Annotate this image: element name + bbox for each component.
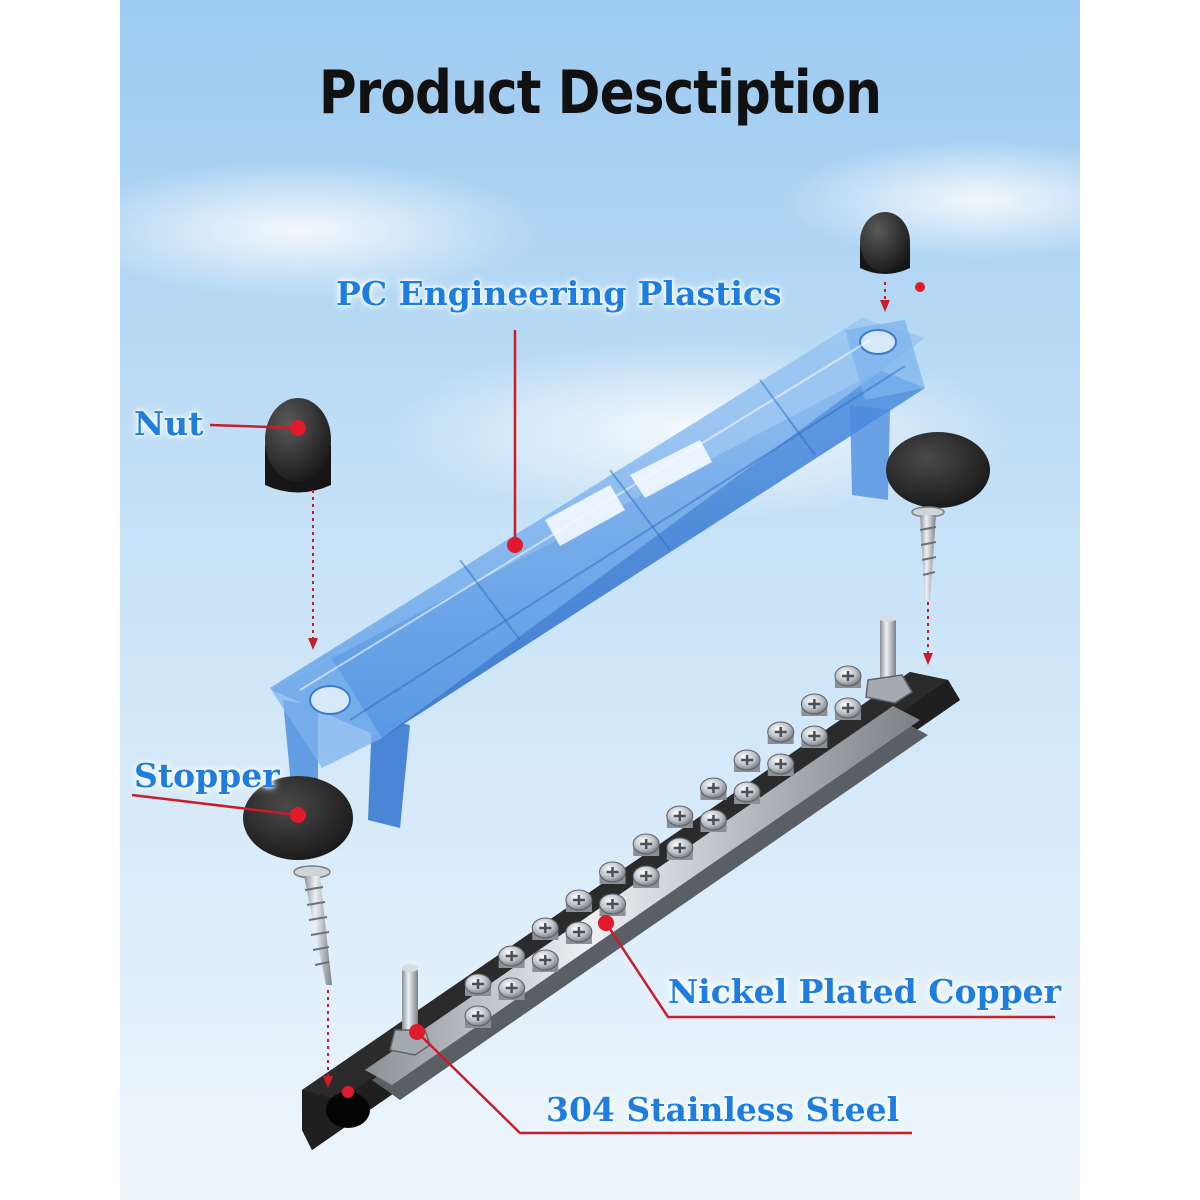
- terminal-screw: [733, 781, 761, 804]
- terminal-screw: [464, 1005, 492, 1028]
- cap-nut-right: [860, 212, 910, 274]
- terminal-screw: [767, 721, 795, 744]
- terminal-screw: [699, 777, 727, 800]
- stainless-plate-edge: [372, 720, 928, 1100]
- terminal-screw: [767, 753, 795, 776]
- stud-right: [865, 614, 914, 704]
- terminal-screw: [498, 945, 526, 968]
- terminal-screw: [733, 749, 761, 772]
- wood-screw-left: [293, 865, 332, 985]
- terminal-screw: [599, 893, 627, 916]
- label-304-stainless-steel: 304 Stainless Steel: [546, 1090, 900, 1129]
- wood-screw-right: [911, 506, 945, 600]
- terminal-screw: [498, 977, 526, 1000]
- terminal-screws: [464, 665, 862, 1028]
- terminal-screw: [800, 725, 828, 748]
- terminal-screw: [565, 921, 593, 944]
- terminal-screw: [834, 697, 862, 720]
- page-title: Product Desctiption: [318, 58, 882, 128]
- cap-nut-left: [265, 398, 331, 493]
- terminal-screw: [599, 861, 627, 884]
- leader-lines: [131, 330, 1055, 1135]
- terminal-screw: [800, 693, 828, 716]
- leader-dots: [290, 282, 925, 1098]
- terminal-screw: [666, 837, 694, 860]
- pc-plastic-cover: [270, 318, 925, 828]
- terminal-screw: [699, 809, 727, 832]
- terminal-screw: [632, 833, 660, 856]
- guide-arrowheads: [308, 300, 933, 1088]
- terminal-screw: [834, 665, 862, 688]
- label-stopper: Stopper: [134, 756, 280, 795]
- terminal-screw: [632, 865, 660, 888]
- label-pc-engineering-plastics: PC Engineering Plastics: [336, 274, 782, 313]
- terminal-screw: [565, 889, 593, 912]
- label-nickel-plated-copper: Nickel Plated Copper: [668, 972, 1062, 1011]
- cloud: [60, 160, 540, 300]
- terminal-screw: [666, 805, 694, 828]
- cloud: [780, 140, 1180, 260]
- terminal-screw: [531, 917, 559, 940]
- terminal-screw: [531, 949, 559, 972]
- label-nut: Nut: [134, 404, 204, 443]
- stopper-disc-right: [886, 432, 990, 508]
- assembly-guides: [312, 282, 929, 1078]
- terminal-screw: [464, 973, 492, 996]
